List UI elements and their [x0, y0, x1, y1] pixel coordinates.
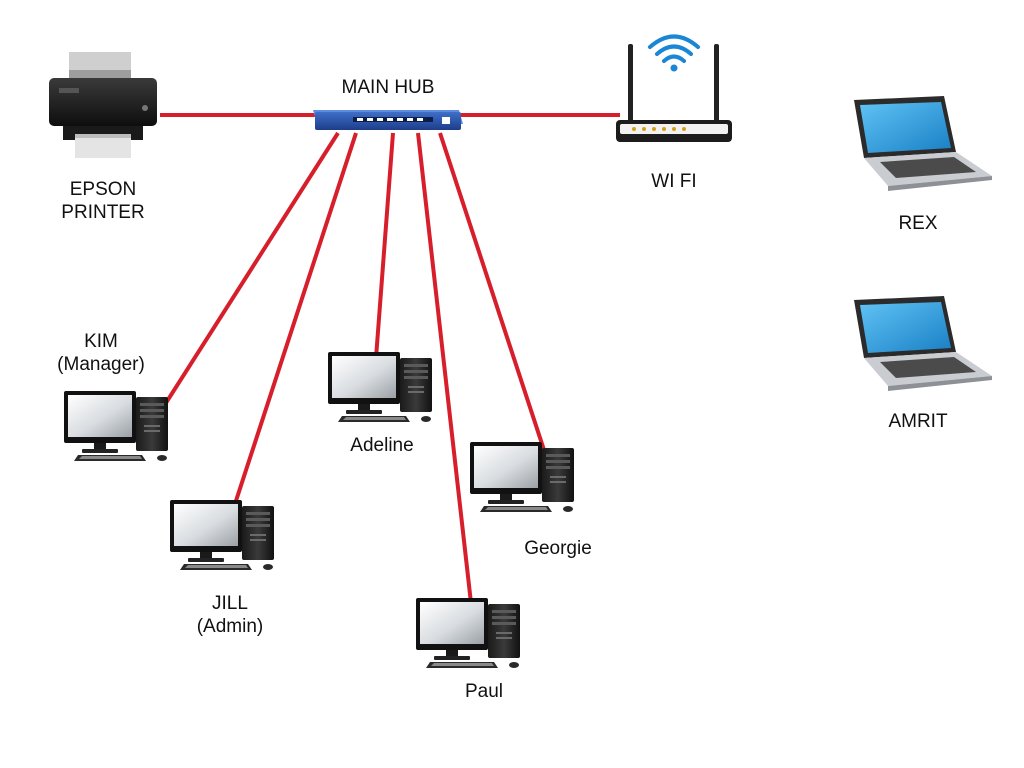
- laptop-icon-rex: [854, 96, 992, 191]
- desktop-label-paul: Paul: [464, 681, 504, 702]
- wifi-label: WI FI: [651, 171, 697, 192]
- desktop-label-georgie: Georgie: [524, 538, 592, 559]
- link-hub-paul: [416, 132, 473, 604]
- printer-label: EPSON PRINTER: [61, 179, 145, 223]
- desktop-label-adeline: Adeline: [350, 435, 414, 456]
- desktop-label-kim: KIM (Manager): [57, 331, 145, 375]
- link-hub-adeline: [374, 132, 395, 359]
- hub-icon: [313, 110, 463, 130]
- wifi-router-icon: [616, 34, 732, 142]
- desktop-icon-adeline: [328, 352, 432, 422]
- hub-label: MAIN HUB: [341, 77, 435, 98]
- laptop-icon-amrit: [854, 296, 992, 391]
- desktop-icon-paul: [416, 598, 520, 668]
- link-hub-georgie: [438, 132, 546, 451]
- printer-icon: [49, 52, 157, 158]
- desktop-label-jill: JILL (Admin): [196, 593, 264, 637]
- laptop-label-rex: REX: [898, 213, 938, 234]
- desktop-icon-georgie: [470, 442, 574, 512]
- link-hub-kim: [162, 131, 340, 408]
- link-hub-jill: [231, 132, 358, 511]
- desktop-icon-kim: [64, 391, 168, 461]
- laptop-label-amrit: AMRIT: [888, 411, 948, 432]
- network-links: [160, 113, 620, 604]
- desktop-icon-jill: [170, 500, 274, 570]
